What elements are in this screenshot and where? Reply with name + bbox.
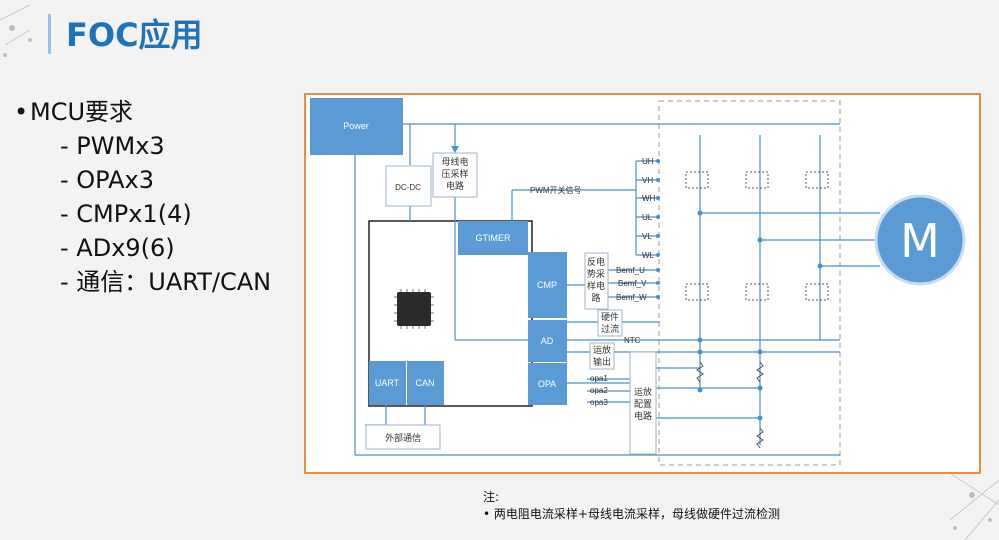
ntc-label: NTC bbox=[624, 336, 641, 345]
opa-label-1: opa1 bbox=[590, 374, 608, 383]
svg-text:CMP: CMP bbox=[537, 280, 557, 290]
bullet-item: - ADx9(6) bbox=[60, 234, 175, 262]
opa-label-2: opa2 bbox=[590, 386, 608, 395]
svg-text:母线电: 母线电 bbox=[441, 156, 468, 167]
junction-dots bbox=[656, 159, 823, 421]
hw-overcurrent-block: 硬件 过流 bbox=[597, 309, 623, 337]
gate-label-ul: UL bbox=[642, 213, 653, 222]
bullet-item: - PWMx3 bbox=[60, 132, 165, 160]
title-accent-bar bbox=[48, 14, 51, 54]
svg-text:GTIMER: GTIMER bbox=[476, 233, 511, 243]
bullet-item: - 通信：UART/CAN bbox=[60, 268, 272, 296]
svg-text:OPA: OPA bbox=[538, 379, 556, 389]
bullet-item: - OPAx3 bbox=[60, 166, 155, 194]
svg-text:势采: 势采 bbox=[587, 268, 605, 279]
footnote: 注: • 两电阻电流采样+母线电流采样，母线做硬件过流检测 bbox=[483, 489, 780, 523]
bullet-item: - CMPx1(4) bbox=[60, 200, 192, 228]
gate-label-wh: WH bbox=[642, 194, 656, 203]
svg-text:M: M bbox=[900, 214, 940, 268]
gtimer-block: GTIMER bbox=[458, 221, 528, 255]
svg-text:样电: 样电 bbox=[587, 280, 605, 291]
bullet-main-text: MCU要求 bbox=[30, 98, 134, 126]
opamp-config-block: 运放 配置 电路 bbox=[629, 351, 657, 455]
bemf-label-u: Bemf_U bbox=[616, 266, 645, 275]
svg-text:硬件: 硬件 bbox=[601, 311, 619, 322]
gate-label-uh: UH bbox=[642, 157, 654, 166]
bemf-label-w: Bemf_W bbox=[616, 293, 647, 302]
can-block: CAN bbox=[407, 361, 444, 405]
inverter-region bbox=[658, 100, 841, 466]
svg-text:DC-DC: DC-DC bbox=[395, 183, 421, 192]
svg-text:电路: 电路 bbox=[634, 410, 652, 421]
cmp-block: CMP bbox=[528, 252, 567, 318]
svg-text:Power: Power bbox=[343, 121, 369, 131]
mcu-chip-icon bbox=[380, 285, 448, 333]
svg-text:配置: 配置 bbox=[634, 399, 652, 409]
svg-text:UART: UART bbox=[375, 378, 400, 388]
svg-text:运放: 运放 bbox=[593, 344, 611, 355]
pwm-signal-label: PWM开关信号 bbox=[530, 185, 582, 195]
gate-label-vh: VH bbox=[642, 176, 653, 185]
motor-icon: M bbox=[874, 194, 966, 286]
bullet-dot: • bbox=[14, 98, 29, 126]
page-title: FOC应用 bbox=[66, 16, 203, 54]
bemf-label-v: Bemf_V bbox=[618, 279, 647, 288]
opa-block: OPA bbox=[528, 363, 567, 405]
back-emf-sampler: 反电 势采 样电 路 bbox=[584, 252, 609, 310]
requirements-list: •MCU要求 - PWMx3 - OPAx3 - CMPx1(4) - ADx9… bbox=[14, 95, 271, 299]
external-comm-block: 外部通信 bbox=[365, 424, 441, 450]
switch-transistors bbox=[685, 171, 829, 301]
dcdc-block: DC-DC bbox=[385, 165, 432, 207]
signal-labels: PWM开关信号 UH VH WH UL VL WL Bemf_U Bemf_V … bbox=[530, 157, 656, 407]
svg-text:压采样: 压采样 bbox=[441, 168, 468, 179]
opamp-output-block: 运放 输出 bbox=[589, 342, 615, 370]
bullet-main: •MCU要求 bbox=[14, 95, 271, 129]
shunt-resistors bbox=[696, 361, 764, 449]
svg-text:电路: 电路 bbox=[446, 180, 464, 191]
svg-text:外部通信: 外部通信 bbox=[385, 432, 421, 443]
svg-text:过流: 过流 bbox=[601, 323, 619, 334]
uart-block: UART bbox=[369, 361, 406, 405]
svg-text:反电: 反电 bbox=[587, 256, 605, 267]
ad-block: AD bbox=[528, 320, 567, 362]
opa-label-3: opa3 bbox=[590, 398, 608, 407]
arrow-icon bbox=[451, 146, 459, 153]
svg-text:输出: 输出 bbox=[593, 356, 611, 367]
svg-text:AD: AD bbox=[541, 336, 554, 346]
footnote-label: 注: bbox=[483, 490, 500, 504]
svg-text:路: 路 bbox=[591, 292, 600, 303]
bus-voltage-sampler: 母线电 压采样 电路 bbox=[432, 152, 478, 198]
footnote-text: • 两电阻电流采样+母线电流采样，母线做硬件过流检测 bbox=[483, 507, 780, 521]
svg-text:运放: 运放 bbox=[634, 386, 652, 397]
gate-label-vl: VL bbox=[642, 232, 652, 241]
svg-text:CAN: CAN bbox=[415, 378, 434, 388]
gate-label-wl: WL bbox=[642, 251, 655, 260]
power-block: Power bbox=[310, 98, 403, 155]
